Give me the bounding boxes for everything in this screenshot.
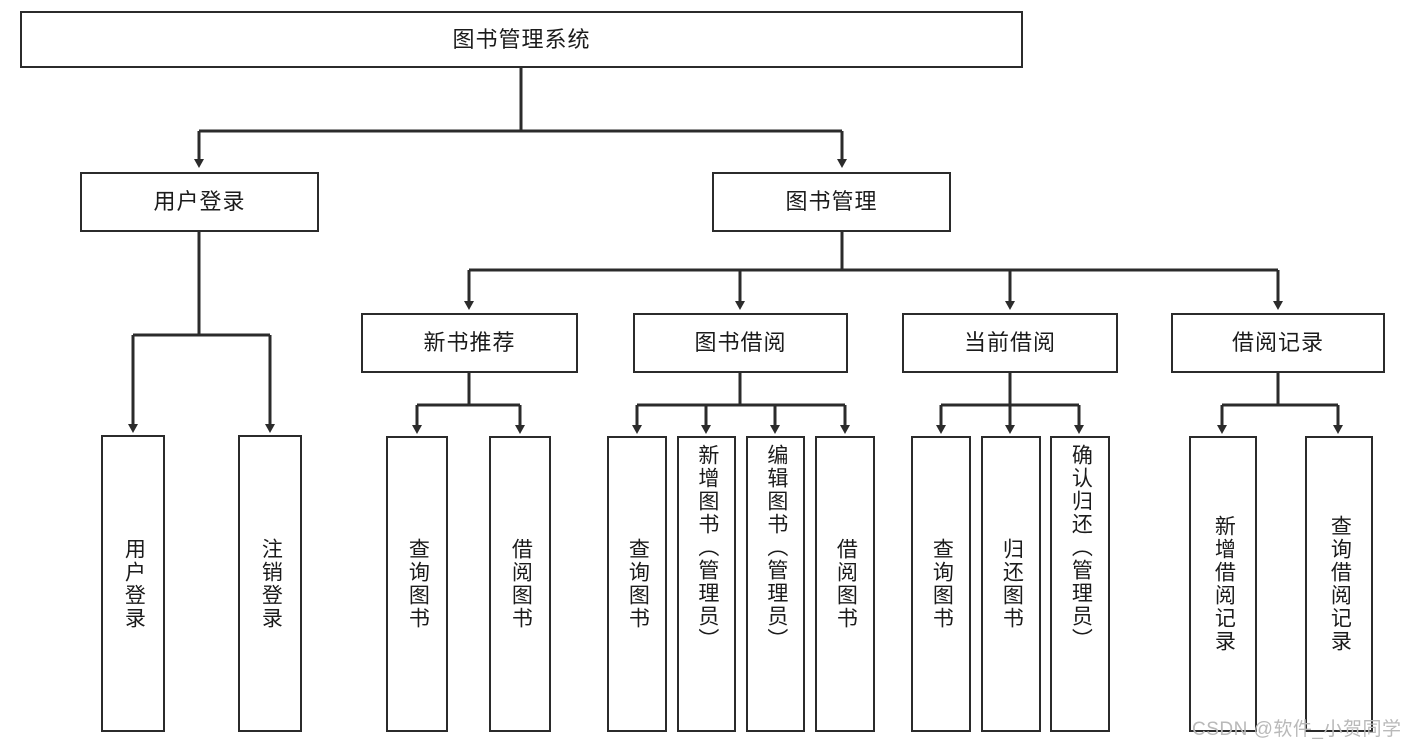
- node-borrow-records-label: 借阅记录: [1231, 330, 1324, 356]
- node-current-borrow[interactable]: 当前借阅: [902, 313, 1118, 373]
- leaf-user-login-login-label: 用户登录: [122, 537, 146, 630]
- leaf-current-borrow-query-book[interactable]: 查询图书: [911, 436, 971, 732]
- csdn-watermark: CSDN @软件_小贺同学: [1192, 719, 1402, 740]
- node-user-login[interactable]: 用户登录: [80, 172, 319, 232]
- leaf-new-book-query-book-label: 查询图书: [406, 538, 430, 630]
- node-borrow-records[interactable]: 借阅记录: [1171, 313, 1385, 373]
- leaf-current-borrow-return-book[interactable]: 归还图书: [981, 436, 1041, 732]
- leaf-current-borrow-query-book-label: 查询图书: [930, 538, 954, 630]
- leaf-book-borrow-query-book-label: 查询图书: [626, 538, 650, 630]
- leaf-current-borrow-confirm-return[interactable]: 确认归还（管理员）: [1050, 436, 1110, 732]
- leaf-current-borrow-return-book-label: 归还图书: [1000, 538, 1024, 630]
- node-book-borrow[interactable]: 图书借阅: [633, 313, 848, 373]
- leaf-borrow-records-query-record-label: 查询借阅记录: [1328, 515, 1352, 653]
- leaf-user-login-logout-label: 注销登录: [259, 537, 283, 630]
- node-new-book-recommend[interactable]: 新书推荐: [361, 313, 578, 373]
- leaf-new-book-query-book[interactable]: 查询图书: [386, 436, 448, 732]
- leaf-new-book-borrow-book-label: 借阅图书: [509, 538, 533, 630]
- leaf-user-login-logout[interactable]: 注销登录: [238, 435, 302, 732]
- leaf-book-borrow-edit-book[interactable]: 编辑图书（管理员）: [746, 436, 805, 732]
- leaf-book-borrow-add-book[interactable]: 新增图书（管理员）: [677, 436, 736, 732]
- leaf-new-book-borrow-book[interactable]: 借阅图书: [489, 436, 551, 732]
- node-user-login-label: 用户登录: [153, 189, 246, 215]
- node-root-book-management-system[interactable]: 图书管理系统: [20, 11, 1023, 68]
- leaf-user-login-login[interactable]: 用户登录: [101, 435, 165, 732]
- leaf-book-borrow-query-book[interactable]: 查询图书: [607, 436, 667, 732]
- leaf-book-borrow-borrow-book-label: 借阅图书: [834, 538, 858, 630]
- leaf-borrow-records-add-record[interactable]: 新增借阅记录: [1189, 436, 1257, 732]
- node-new-book-recommend-label: 新书推荐: [423, 330, 516, 356]
- node-root-label: 图书管理系统: [452, 26, 591, 52]
- node-book-management[interactable]: 图书管理: [712, 172, 951, 232]
- leaf-book-borrow-borrow-book[interactable]: 借阅图书: [815, 436, 875, 732]
- leaf-current-borrow-confirm-return-label: 确认归还（管理员）: [1069, 444, 1093, 651]
- node-book-borrow-label: 图书借阅: [694, 330, 787, 356]
- leaf-borrow-records-query-record[interactable]: 查询借阅记录: [1305, 436, 1373, 732]
- node-current-borrow-label: 当前借阅: [963, 330, 1056, 356]
- leaf-book-borrow-add-book-label: 新增图书（管理员）: [695, 444, 719, 651]
- leaf-book-borrow-edit-book-label: 编辑图书（管理员）: [764, 444, 788, 651]
- node-book-management-label: 图书管理: [785, 189, 878, 215]
- leaf-borrow-records-add-record-label: 新增借阅记录: [1212, 515, 1236, 653]
